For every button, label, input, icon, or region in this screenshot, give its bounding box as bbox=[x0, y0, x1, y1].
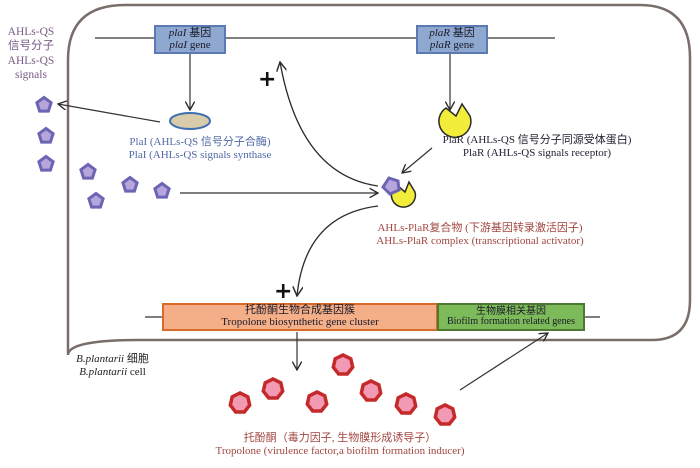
arrow-complex-to-plal-gene bbox=[280, 62, 379, 187]
signals-label-line1: AHLs-QS bbox=[7, 26, 55, 38]
biofilm-genes-box: 生物膜相关基因 Biofilm formation related genes bbox=[437, 303, 585, 331]
tropolone-molecule-icon bbox=[305, 390, 329, 413]
plal-gene-name: plaI bbox=[168, 26, 187, 39]
ahls-plar-complex-icon bbox=[381, 176, 417, 208]
biofilm-genes-cn: 生物膜相关基因 bbox=[476, 305, 546, 317]
signals-label-line3: AHLs-QS bbox=[7, 54, 55, 67]
cell-label-cn: 细胞 bbox=[124, 353, 149, 365]
ahls-signals-group bbox=[35, 95, 171, 209]
complex-label-en: AHLs-PlaR complex (transcriptional activ… bbox=[376, 234, 584, 247]
plar-gene-box: plaR 基因 plaR gene bbox=[416, 25, 488, 54]
plal-gene-cn: 基因 bbox=[189, 26, 212, 39]
tropolone-label: 托酚酮（毒力因子, 生物膜形成诱导子） Tropolone (virulence… bbox=[210, 432, 470, 457]
plal-gene-name-en: plaI bbox=[169, 38, 188, 51]
biofilm-genes-en: Biofilm formation related genes bbox=[446, 316, 576, 327]
plar-gene-cn: 基因 bbox=[452, 26, 475, 39]
cell-label-species-en: B.plantarii bbox=[79, 365, 128, 378]
plar-gene-name-en: plaR bbox=[429, 38, 451, 51]
arrow-tropolone-to-biofilm bbox=[459, 333, 548, 391]
activation-plus-lower: + bbox=[274, 279, 293, 304]
synthase-plal-icon bbox=[169, 112, 211, 130]
arrow-receptor-to-complex bbox=[402, 147, 433, 173]
tropolone-molecule-icon bbox=[228, 391, 252, 414]
receptor-label-en: PlaR (AHLs-QS signals receptor) bbox=[462, 146, 612, 159]
ahls-signal-molecule-icon bbox=[35, 95, 53, 113]
signals-label-line2: 信号分子 bbox=[8, 40, 54, 53]
tropolone-molecule-icon bbox=[359, 379, 383, 402]
signals-label: AHLs-QS 信号分子 AHLs-QS signals bbox=[5, 25, 57, 83]
arrow-synthase-to-signals bbox=[58, 104, 161, 123]
cell-label: B.plantarii 细胞 B.plantarii cell bbox=[70, 353, 155, 378]
synthase-label-cn: PlaI (AHLs-QS 信号分子合酶) bbox=[129, 136, 271, 148]
receptor-label: PlaR (AHLs-QS 信号分子同源受体蛋白) PlaR (AHLs-QS … bbox=[437, 134, 637, 159]
cell-label-species: B.plantarii bbox=[76, 353, 125, 365]
arrow-complex-to-tropolone-cluster bbox=[297, 205, 379, 296]
tropolone-label-en: Tropolone (virulence factor,a biofilm fo… bbox=[215, 444, 465, 457]
tropolone-cluster-cn: 托酚酮生物合成基因簇 bbox=[245, 304, 355, 317]
plar-gene-en: gene bbox=[453, 38, 475, 51]
tropolone-molecule-icon bbox=[331, 353, 355, 376]
complex-label: AHLs-PlaR复合物 (下游基因转录激活因子) AHLs-PlaR comp… bbox=[360, 222, 600, 247]
ahls-signal-molecule-icon bbox=[37, 154, 55, 172]
cell-membrane bbox=[66, 3, 692, 356]
ahls-signal-molecule-icon bbox=[121, 175, 139, 193]
complex-label-cn: AHLs-PlaR复合物 (下游基因转录激活因子) bbox=[377, 222, 583, 234]
tropolone-molecules-group bbox=[228, 353, 457, 426]
tropolone-molecule-icon bbox=[433, 403, 457, 426]
plar-gene-name: plaR bbox=[429, 26, 451, 39]
ahls-signal-molecule-icon bbox=[153, 181, 171, 199]
plal-gene-box: plaI 基因 plaI gene bbox=[154, 25, 226, 54]
tropolone-cluster-en: Tropolone biosynthetic gene cluster bbox=[221, 316, 379, 328]
ahls-signal-molecule-icon bbox=[87, 191, 105, 209]
receptor-label-cn: PlaR (AHLs-QS 信号分子同源受体蛋白) bbox=[442, 134, 632, 146]
ahls-signal-molecule-icon bbox=[79, 162, 97, 180]
signals-label-line4: signals bbox=[15, 69, 47, 82]
tropolone-label-cn: 托酚酮（毒力因子, 生物膜形成诱导子） bbox=[243, 432, 437, 444]
plal-gene-en: gene bbox=[189, 38, 211, 51]
synthase-label-en: PlaI (AHLs-QS signals synthase bbox=[128, 148, 272, 161]
tropolone-molecule-icon bbox=[394, 392, 418, 415]
tropolone-molecule-icon bbox=[261, 377, 285, 400]
tropolone-gene-cluster-box: 托酚酮生物合成基因簇 Tropolone biosynthetic gene c… bbox=[162, 303, 438, 331]
ahls-signal-molecule-icon bbox=[37, 126, 55, 144]
cell-label-en: cell bbox=[127, 365, 146, 378]
activation-plus-upper: + bbox=[258, 67, 277, 92]
receptor-plar-icon bbox=[438, 102, 472, 138]
synthase-label: PlaI (AHLs-QS 信号分子合酶) PlaI (AHLs-QS sign… bbox=[120, 136, 280, 161]
